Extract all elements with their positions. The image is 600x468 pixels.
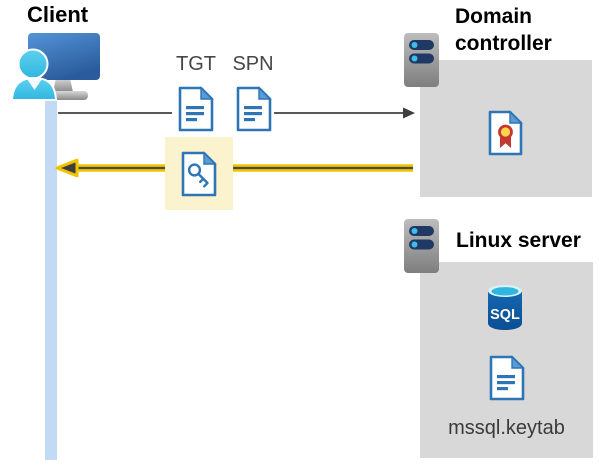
ribbon-icon [500, 136, 511, 148]
monitor-stand-neck [53, 78, 73, 92]
server-led-icon [411, 228, 418, 234]
sql-database-icon: SQL [488, 285, 522, 330]
keytab-document-icon [489, 355, 525, 401]
client-lifeline [45, 96, 57, 460]
key-icon [187, 163, 202, 177]
request-arrowhead-icon [403, 107, 415, 119]
server-led-icon [411, 42, 418, 48]
sql-badge-label: SQL [490, 307, 520, 323]
spn-document-icon [236, 86, 272, 132]
person-head [17, 48, 49, 80]
monitor-stand-base [51, 91, 88, 100]
tgt-document-icon [178, 86, 214, 132]
server-led-icon [411, 241, 418, 248]
person-collar [27, 79, 42, 90]
linux-server-title: Linux server [456, 229, 581, 252]
certificate-icon [488, 110, 523, 156]
client-title: Client [27, 2, 89, 27]
response-arrow [55, 158, 413, 178]
domain-controller-server-icon [404, 33, 439, 87]
key-ticket-document-icon [181, 151, 217, 197]
server-led-icon [411, 55, 418, 62]
linux-server-icon [404, 219, 439, 273]
client-workstation-icon [10, 33, 100, 101]
domain-controller-title: Domain controller [455, 5, 552, 55]
seal-icon [498, 124, 513, 140]
spn-label: SPN [232, 53, 274, 75]
tgt-label: TGT [176, 53, 216, 75]
keytab-file-label: mssql.keytab [448, 417, 565, 439]
response-arrowhead-icon [55, 158, 79, 178]
